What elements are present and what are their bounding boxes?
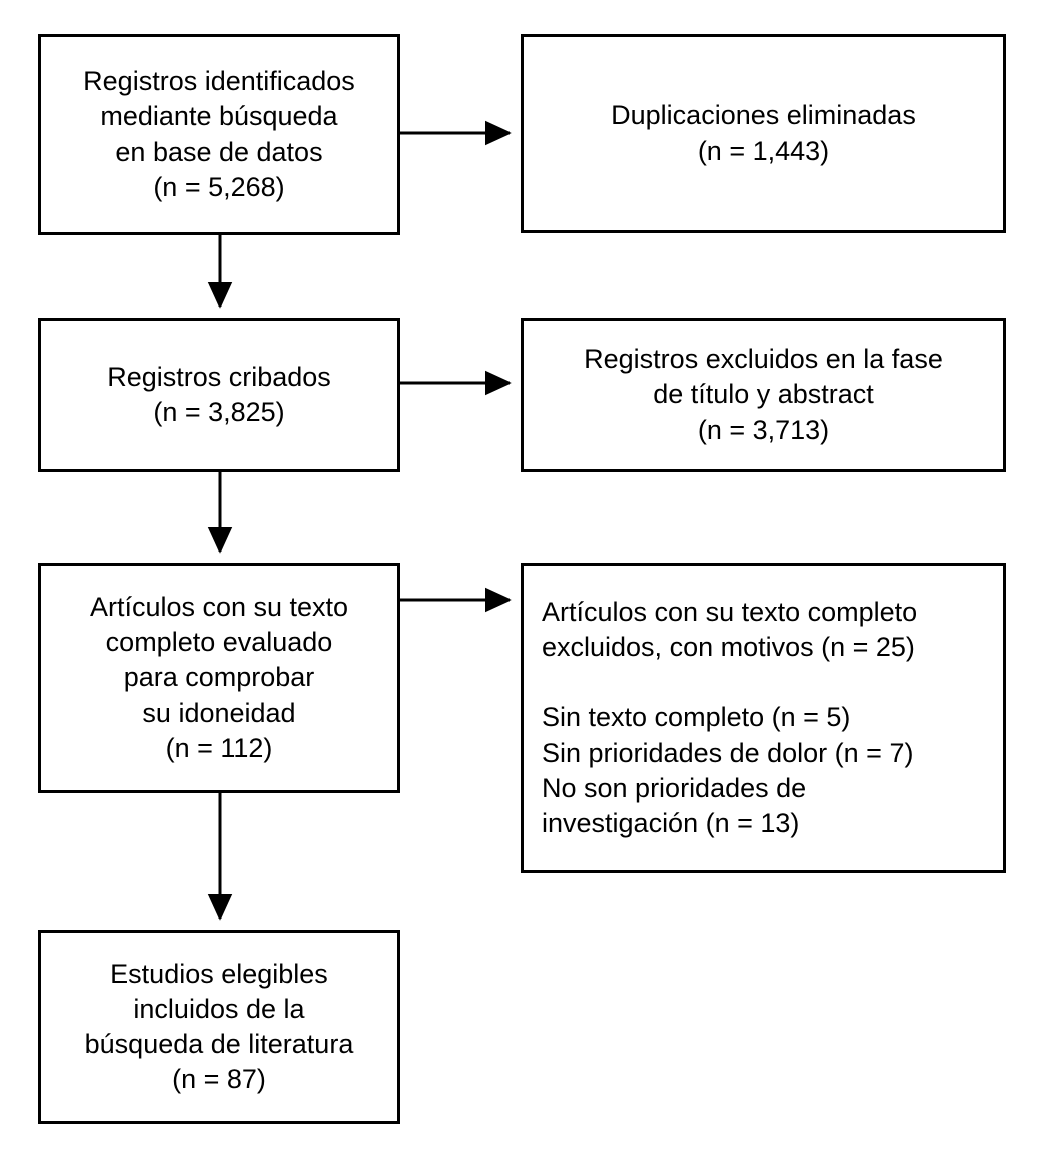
box-records-excluded-title-abstract-label: Registros excluidos en la fase de título… <box>584 344 943 445</box>
box-fulltext-assessed: Artículos con su texto completo evaluado… <box>38 563 400 793</box>
box-fulltext-excluded-with-reasons-label: Artículos con su texto completo excluido… <box>542 597 918 838</box>
box-fulltext-excluded-with-reasons: Artículos con su texto completo excluido… <box>521 563 1006 873</box>
box-records-excluded-title-abstract: Registros excluidos en la fase de título… <box>521 318 1006 472</box>
box-records-identified: Registros identificados mediante búsqued… <box>38 34 400 235</box>
box-included-studies: Estudios elegibles incluidos de la búsqu… <box>38 930 400 1124</box>
box-duplicates-removed: Duplicaciones eliminadas (n = 1,443) <box>521 34 1006 233</box>
box-records-identified-label: Registros identificados mediante búsqued… <box>83 66 355 202</box>
box-records-screened: Registros cribados (n = 3,825) <box>38 318 400 472</box>
box-records-screened-label: Registros cribados (n = 3,825) <box>107 361 331 427</box>
box-fulltext-assessed-label: Artículos con su texto completo evaluado… <box>89 592 349 763</box>
box-included-studies-label: Estudios elegibles incluidos de la búsqu… <box>84 958 354 1095</box>
box-duplicates-removed-label: Duplicaciones eliminadas (n = 1,443) <box>611 100 916 166</box>
